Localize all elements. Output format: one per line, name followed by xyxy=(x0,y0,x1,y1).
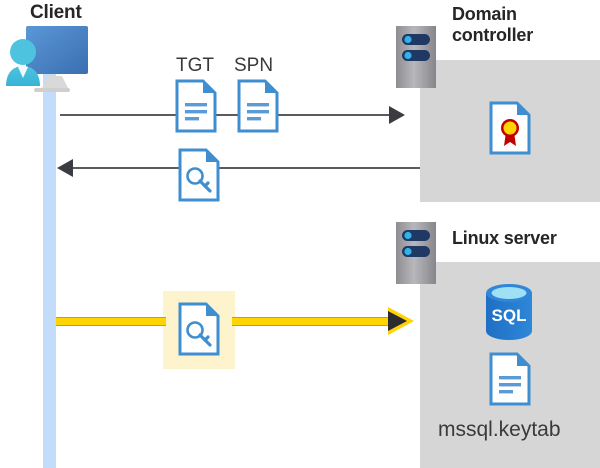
document-lines-icon xyxy=(175,79,217,133)
client-title: Client xyxy=(30,2,82,23)
domain-controller-title-line2: controller xyxy=(452,24,534,45)
svg-text:SQL: SQL xyxy=(492,306,527,325)
client-lifeline xyxy=(43,72,56,468)
flow-request-arrowhead xyxy=(389,106,405,124)
tgt-label: TGT xyxy=(176,55,214,76)
flow-response-arrowhead xyxy=(57,159,73,177)
spn-label: SPN xyxy=(234,55,274,76)
flow-auth-arrowhead xyxy=(388,311,407,331)
document-key-icon xyxy=(178,302,220,356)
sql-database-icon: SQL xyxy=(482,283,536,341)
server-rack-icon xyxy=(396,26,436,88)
keytab-document-icon xyxy=(489,352,531,406)
flow-auth-line-left xyxy=(56,317,166,326)
linux-server-title: Linux server xyxy=(452,228,557,248)
document-lines-icon xyxy=(237,79,279,133)
certificate-document-icon xyxy=(489,101,531,155)
domain-controller-title: Domain controller xyxy=(452,4,592,45)
flow-request-line xyxy=(60,114,395,116)
flow-response-line xyxy=(72,167,420,169)
domain-controller-title-line1: Domain xyxy=(452,4,517,24)
workstation-user-icon xyxy=(4,24,96,96)
server-rack-icon xyxy=(396,222,436,284)
keytab-filename-label: mssql.keytab xyxy=(438,418,561,441)
document-key-icon xyxy=(178,148,220,202)
flow-auth-line-right xyxy=(232,317,392,326)
